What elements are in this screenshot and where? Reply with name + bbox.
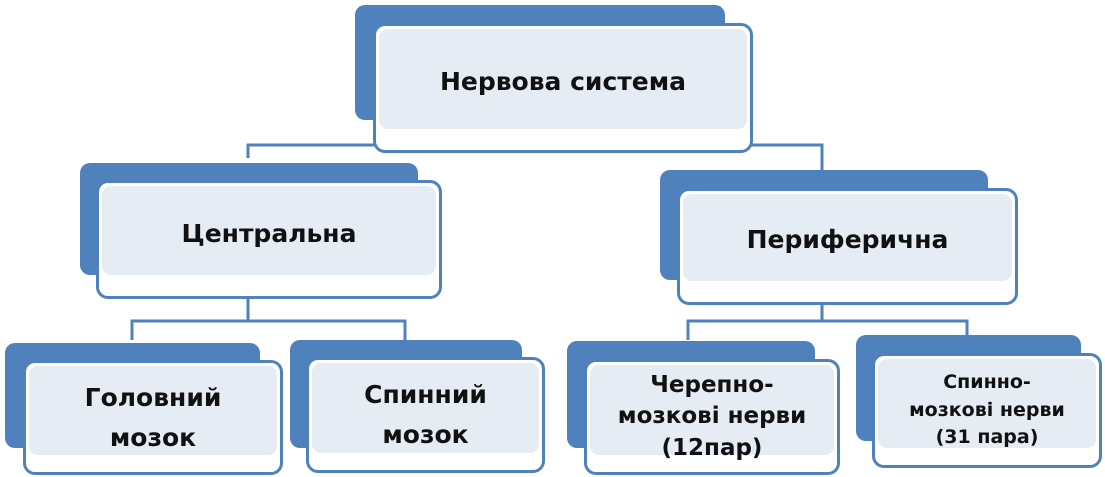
node-spinal-nerves-box: Спинно- мозкові нерви (31 пара)	[872, 353, 1102, 468]
connector-peripheral-spinal	[822, 319, 969, 335]
connector-central-spinal-cord	[248, 319, 407, 340]
node-root-box: Нервова система	[373, 23, 753, 153]
node-peripheral-label: Периферична	[746, 225, 949, 254]
node-brain-label: Головний мозок	[84, 382, 222, 452]
node-cranial-nerves-label: Черепно- мозкові нерви (12пар)	[617, 372, 807, 461]
node-spinal-nerves: Спинно- мозкові нерви (31 пара)	[856, 335, 1102, 469]
node-cranial-nerves-box: Черепно- мозкові нерви (12пар)	[584, 359, 840, 475]
node-brain-box: Головний мозок	[23, 360, 283, 475]
node-spinal-cord-label: Спинний мозок	[364, 380, 487, 449]
connector-peripheral-cranial	[686, 300, 824, 340]
node-spinal-cord: Спинний мозок	[290, 340, 545, 473]
node-root: Нервова система	[355, 5, 755, 155]
node-central-box: Центральна	[96, 180, 442, 299]
node-peripheral-box: Периферична	[677, 188, 1018, 305]
node-brain: Головний мозок	[5, 343, 283, 475]
connector-central-brain	[130, 296, 250, 340]
node-central: Центральна	[80, 163, 442, 299]
node-spinal-cord-box: Спинний мозок	[306, 357, 545, 473]
node-peripheral: Периферична	[660, 170, 1018, 305]
node-cranial-nerves: Черепно- мозкові нерви (12пар)	[567, 341, 840, 475]
node-spinal-nerves-label: Спинно- мозкові нерви (31 пара)	[909, 371, 1065, 449]
node-central-label: Центральна	[181, 219, 357, 248]
node-root-label: Нервова система	[439, 66, 687, 96]
